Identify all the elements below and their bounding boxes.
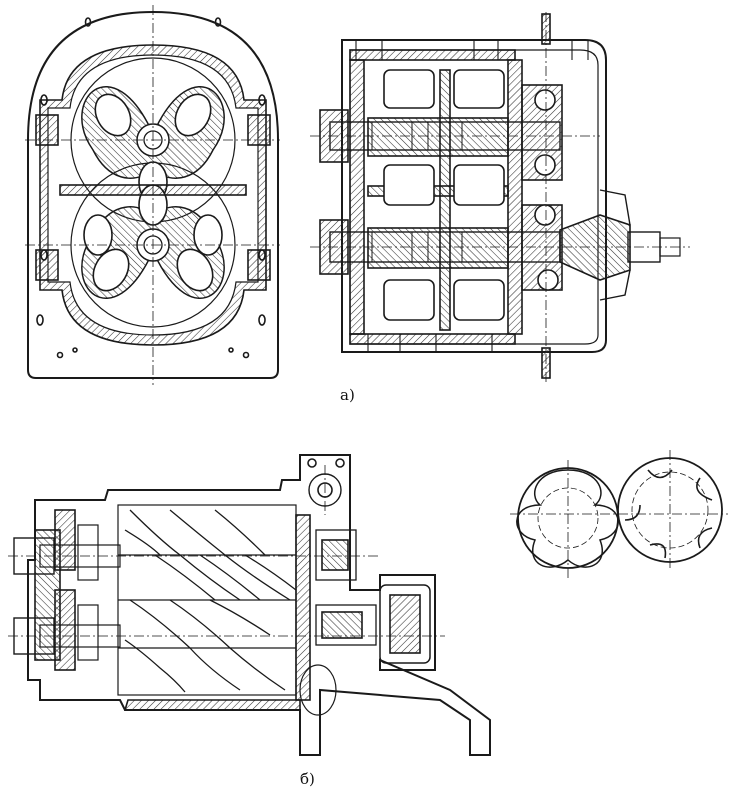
- caption-b: б): [300, 770, 315, 788]
- fig-b-section-view: [8, 454, 491, 756]
- upper-rotor: [81, 86, 225, 203]
- end-view-flange: [27, 10, 279, 379]
- caption-a: а): [340, 386, 355, 404]
- fig-a-section-view: [310, 12, 690, 382]
- fig-b-rotor-profile: [510, 450, 728, 578]
- fig-a-end-view: [25, 5, 280, 385]
